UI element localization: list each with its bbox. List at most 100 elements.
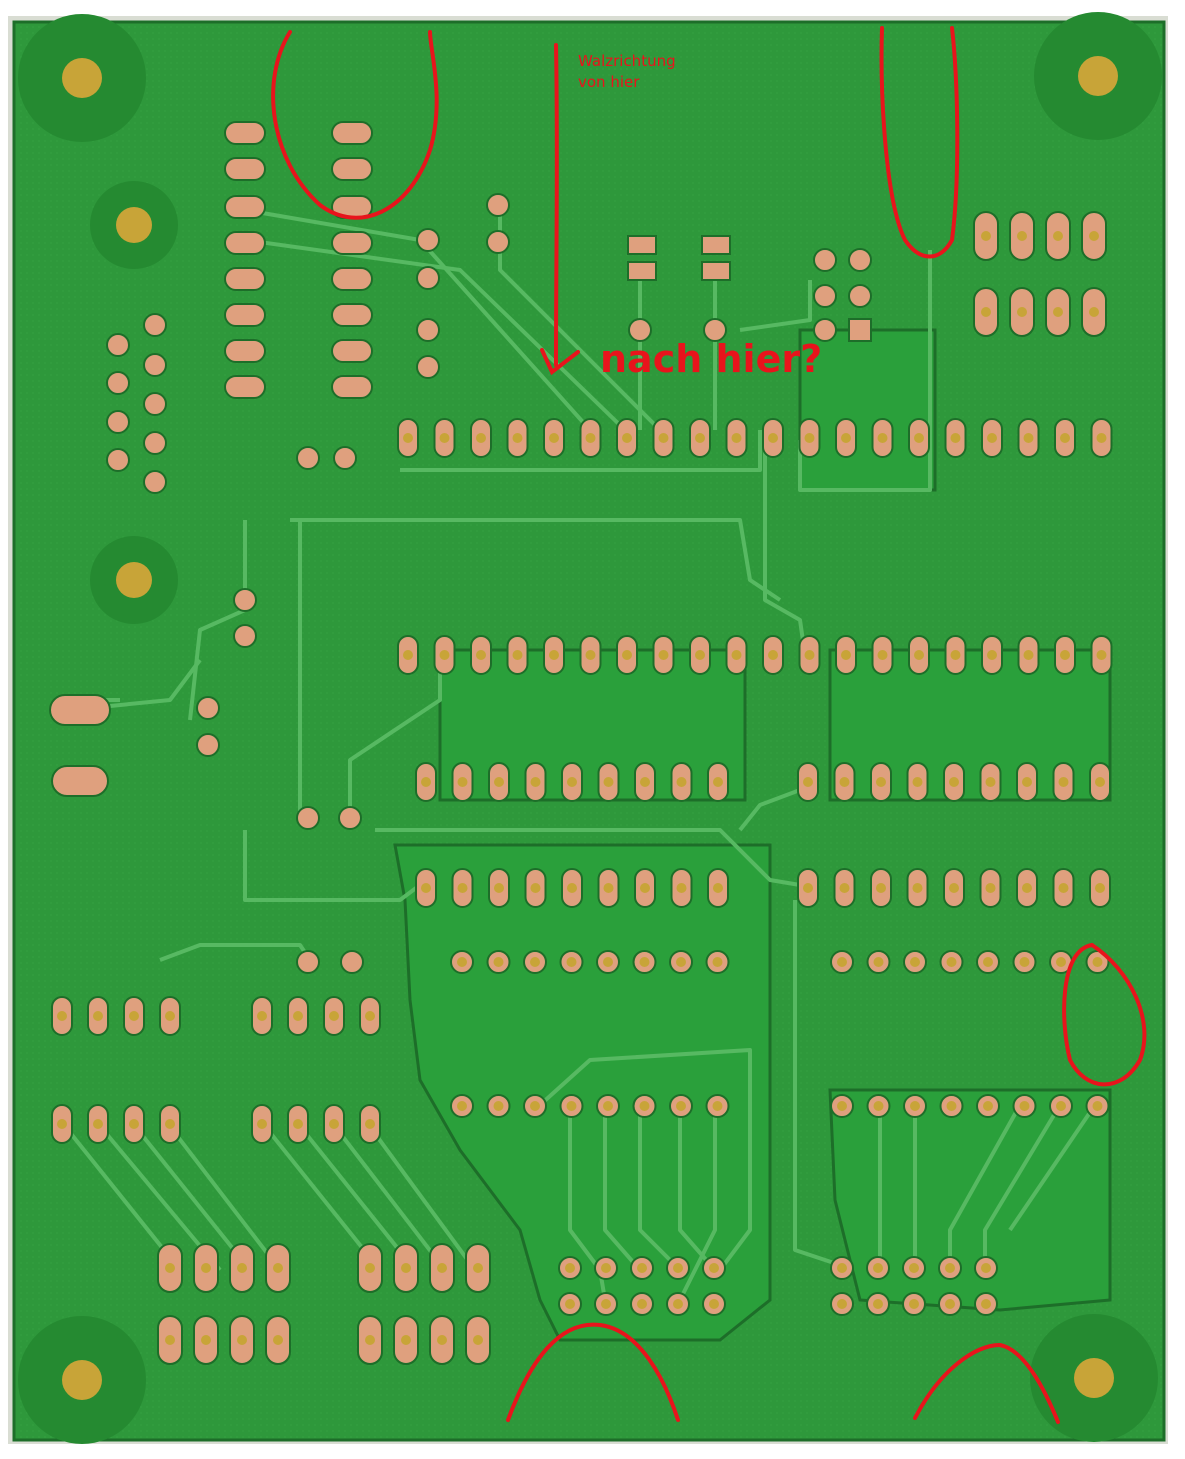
direction-line xyxy=(554,43,559,367)
drill-hole xyxy=(622,650,632,660)
drill-hole xyxy=(93,1119,103,1129)
drill-hole xyxy=(910,1101,920,1111)
drill-hole xyxy=(1089,307,1099,317)
drill-hole xyxy=(695,433,705,443)
dip-pad-rows xyxy=(51,211,1113,1365)
drill-hole xyxy=(1053,231,1063,241)
drill-hole xyxy=(585,650,596,660)
drill-hole xyxy=(401,1335,411,1345)
drill-hole xyxy=(983,1101,993,1111)
drill-hole xyxy=(437,1263,447,1273)
drill-hole xyxy=(946,1101,957,1111)
drill-hole xyxy=(1023,433,1034,443)
drill-hole xyxy=(601,1263,611,1273)
drill-hole xyxy=(1056,957,1066,967)
annotation-circle-right-mid xyxy=(1062,943,1147,1087)
drill-hole xyxy=(329,1119,339,1129)
drill-hole xyxy=(1096,650,1107,660)
drill-hole xyxy=(676,883,687,893)
drill-hole xyxy=(421,777,431,787)
drill-hole xyxy=(713,883,723,893)
drill-hole xyxy=(566,1101,577,1111)
drill-hole xyxy=(1095,883,1105,893)
drill-hole xyxy=(439,433,450,443)
drill-hole xyxy=(987,650,997,660)
walzrichtung-label: Walzrichtung xyxy=(578,52,676,70)
annotation-circle-top-left xyxy=(271,30,439,220)
drill-hole xyxy=(910,957,920,967)
drill-hole xyxy=(949,777,959,787)
drill-hole xyxy=(658,433,669,443)
drill-hole xyxy=(877,650,888,660)
drill-hole xyxy=(987,433,997,443)
drill-hole xyxy=(201,1335,211,1345)
drill-hole xyxy=(1095,777,1105,787)
drill-hole xyxy=(585,433,596,443)
drill-hole xyxy=(457,957,467,967)
pads xyxy=(49,121,872,974)
drill-hole xyxy=(876,777,886,787)
drill-hole xyxy=(673,1263,683,1273)
drill-hole xyxy=(981,307,991,317)
drill-hole xyxy=(512,433,523,443)
drill-hole xyxy=(403,650,413,660)
drill-hole xyxy=(640,883,650,893)
drill-hole xyxy=(1056,1101,1066,1111)
drill-hole xyxy=(1058,883,1069,893)
drill-hole xyxy=(1019,957,1030,967)
drill-hole xyxy=(804,650,815,660)
drill-hole xyxy=(839,883,850,893)
drill-hole xyxy=(565,1263,575,1273)
drill-hole xyxy=(437,1335,447,1345)
drill-hole xyxy=(549,650,559,660)
drill-hole xyxy=(530,883,541,893)
drill-hole xyxy=(837,957,847,967)
drill-hole xyxy=(676,957,686,967)
drill-hole xyxy=(476,433,486,443)
drill-hole xyxy=(566,957,577,967)
annotation-circle-bottom-right xyxy=(913,1342,1060,1424)
drill-hole xyxy=(768,650,778,660)
drill-hole xyxy=(603,883,614,893)
mounting-holes xyxy=(18,12,1162,1444)
drill-hole xyxy=(909,1263,919,1273)
drill-hole xyxy=(201,1263,211,1273)
drill-hole xyxy=(837,1101,847,1111)
drill-hole xyxy=(257,1011,267,1021)
drill-hole xyxy=(709,1263,719,1273)
drill-hole xyxy=(603,777,614,787)
annotation-circle-bottom-center xyxy=(506,1322,680,1422)
drill-hole xyxy=(658,650,669,660)
drill-hole xyxy=(709,1299,719,1309)
drill-hole xyxy=(1019,1101,1030,1111)
drill-hole xyxy=(494,883,504,893)
drill-hole xyxy=(457,1101,467,1111)
drill-hole xyxy=(473,1263,483,1273)
drill-hole xyxy=(165,1263,175,1273)
drill-hole xyxy=(473,1335,483,1345)
drill-hole xyxy=(950,433,961,443)
down-arrow-icon xyxy=(540,348,580,376)
drill-hole xyxy=(237,1335,247,1345)
drill-hole xyxy=(909,1299,919,1309)
drill-hole xyxy=(567,777,577,787)
drill-hole xyxy=(637,1299,647,1309)
von-hier-label: von hier xyxy=(578,73,640,91)
drill-hole xyxy=(1017,231,1027,241)
drill-hole xyxy=(457,777,468,787)
drill-hole xyxy=(841,650,851,660)
drill-hole xyxy=(1096,433,1107,443)
annotation-circle-top-right xyxy=(879,26,960,259)
drill-hole xyxy=(257,1119,267,1129)
drill-hole xyxy=(712,957,723,967)
drill-hole xyxy=(985,883,996,893)
drill-hole xyxy=(165,1119,175,1129)
drill-hole xyxy=(837,1263,847,1273)
drill-hole xyxy=(983,957,993,967)
drill-hole xyxy=(877,433,888,443)
drill-hole xyxy=(601,1299,611,1309)
drill-hole xyxy=(637,1263,647,1273)
drill-hole xyxy=(712,1101,723,1111)
drill-hole xyxy=(1060,650,1070,660)
